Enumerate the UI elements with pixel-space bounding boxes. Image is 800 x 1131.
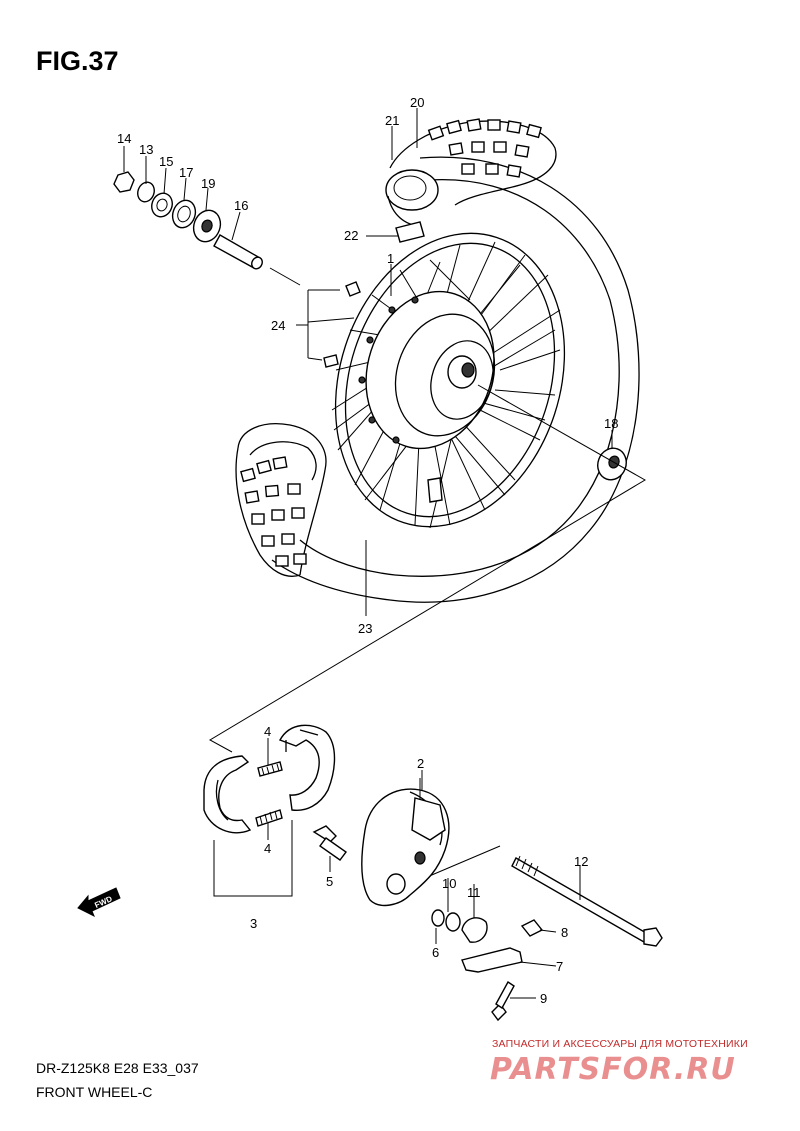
callout-label: 4 bbox=[264, 724, 271, 739]
callout-label: 14 bbox=[117, 131, 131, 146]
callout-label: 9 bbox=[540, 991, 547, 1006]
callout-label: 13 bbox=[139, 142, 153, 157]
wheel-hub bbox=[358, 290, 496, 450]
callout-label: 16 bbox=[234, 198, 248, 213]
callout-label: 11 bbox=[467, 885, 481, 900]
watermark-logo: PARTSFOR.RU bbox=[490, 1052, 736, 1087]
fwd-label: FWD bbox=[93, 894, 114, 910]
collar-part-15 bbox=[151, 192, 173, 218]
callout-label: 3 bbox=[250, 916, 257, 931]
callout-label: 18 bbox=[604, 416, 618, 431]
callout-label: 24 bbox=[271, 318, 285, 333]
callout-label: 12 bbox=[574, 854, 588, 869]
nut-part-14 bbox=[113, 171, 135, 193]
washer-part-6 bbox=[431, 909, 445, 927]
callout-label: 17 bbox=[179, 165, 193, 180]
small-brake-parts bbox=[431, 909, 544, 1022]
callout-label: 22 bbox=[344, 228, 358, 243]
nut-part-8 bbox=[520, 919, 544, 937]
callout-label: 2 bbox=[417, 756, 424, 771]
washer-part-13 bbox=[137, 181, 155, 203]
front-wheel-assembly bbox=[235, 118, 640, 603]
callout-label: 15 bbox=[159, 154, 173, 169]
spring-part-11 bbox=[461, 917, 488, 943]
callout-label: 1 bbox=[387, 251, 394, 266]
figure-caption: FRONT WHEEL-C bbox=[36, 1084, 153, 1100]
callout-label: 21 bbox=[385, 113, 399, 128]
callout-label: 10 bbox=[442, 876, 456, 891]
figure-title: FIG.37 bbox=[36, 46, 119, 76]
brake-shoes bbox=[203, 724, 336, 897]
callout-label: 6 bbox=[432, 945, 439, 960]
callout-numbers: 20 21 14 13 15 17 19 16 22 1 24 18 23 4 … bbox=[117, 95, 618, 1006]
seal-part-17 bbox=[171, 199, 197, 229]
model-code: DR-Z125K8 E28 E33_037 bbox=[36, 1060, 199, 1076]
callout-label: 23 bbox=[358, 621, 372, 636]
tire-cutaway-upper bbox=[385, 118, 557, 243]
callout-label: 20 bbox=[410, 95, 424, 110]
callout-label: 4 bbox=[264, 841, 271, 856]
callout-label: 8 bbox=[561, 925, 568, 940]
cam-lever-part-7 bbox=[461, 947, 523, 973]
callout-label: 7 bbox=[556, 959, 563, 974]
fwd-arrow-icon: FWD bbox=[77, 887, 121, 918]
tire-cutaway-lower bbox=[235, 423, 327, 577]
callout-label: 19 bbox=[201, 176, 215, 191]
watermark-tagline: ЗАПЧАСТИ И АКСЕССУАРЫ ДЛЯ МОТОТЕХНИКИ bbox=[492, 1038, 748, 1050]
brake-panel bbox=[361, 778, 450, 907]
brake-cam bbox=[312, 825, 347, 861]
axle-small-parts bbox=[113, 171, 627, 481]
callout-label: 5 bbox=[326, 874, 333, 889]
leader-lines bbox=[123, 108, 613, 999]
seal-part-10 bbox=[445, 912, 461, 932]
